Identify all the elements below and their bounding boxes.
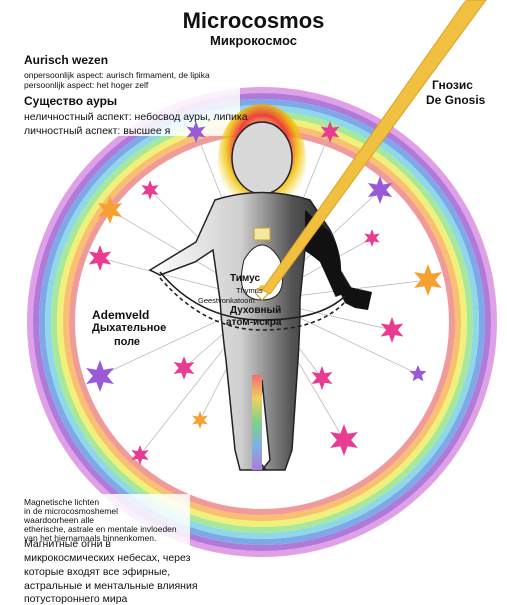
page-title: Microcosmos: [182, 8, 325, 33]
star-icon: [86, 360, 114, 392]
magnetic-nl-5: van het hiernamaals binnenkomen.: [24, 533, 157, 543]
aura-line2-ru: личностный аспект: высшее я: [24, 125, 171, 137]
magnetic-nl-1: Magnetische lichten: [24, 497, 100, 507]
star-icon: [192, 411, 208, 429]
star-icon: [330, 424, 358, 456]
rainbow-ring: [39, 99, 485, 545]
star-icon: [380, 317, 404, 343]
magnetic-nl-3: waardoorheen alle: [24, 515, 94, 525]
magnetic-ru-3: которые входят все эфирные,: [24, 566, 171, 578]
star-icon: [141, 180, 159, 200]
spark-label-ru-2: атом-искра: [226, 317, 282, 328]
rainbow-ring: [33, 93, 491, 551]
page-subtitle: Микрокосмос: [210, 33, 297, 48]
star-icon: [186, 121, 206, 143]
star-icon: [97, 196, 123, 224]
chain-icon: [159, 271, 346, 331]
aura-heading-nl: Aurisch wezen: [24, 53, 109, 67]
magnetic-nl-2: in de microcosmoshemel: [24, 506, 119, 516]
text-backdrop: [20, 494, 190, 604]
breath-label-ru-1: Дыхательное: [92, 322, 167, 334]
star-icon: [320, 121, 340, 143]
aura-line1-ru: неличностный аспект: небосвод ауры, липи…: [24, 111, 248, 123]
star-icon: [131, 445, 149, 465]
star-icon: [88, 245, 112, 271]
text-backdrop: [20, 48, 240, 136]
star-icon: [414, 264, 442, 296]
star-icon: [173, 356, 195, 380]
magnetic-ru-1: Магнитные огни в: [24, 538, 111, 550]
star-icon: [367, 176, 393, 204]
rainbow-rings: [20, 48, 497, 604]
thymus-label-nl: Thymus: [236, 286, 263, 295]
light-beam-icon: [261, 0, 487, 295]
magnetic-ru-5: потустороннего мира: [24, 593, 128, 605]
magnetic-ru-2: микрокосмических небесах, через: [24, 552, 191, 564]
aura-line2-nl: persoonlijk aspect: het hoger zelf: [24, 80, 149, 90]
breath-label-nl: Ademveld: [92, 308, 150, 322]
gnosis-label-ru: Гнозис: [432, 78, 473, 92]
star-icon: [409, 365, 427, 382]
rainbow-ring: [27, 87, 497, 557]
aura-heading-ru: Существо ауры: [24, 94, 118, 108]
thymus-label-ru: Тимус: [230, 273, 261, 284]
breath-label-ru-2: поле: [114, 336, 141, 348]
magnetic-nl-4: etherische, astrale en mentale invloeden: [24, 524, 177, 534]
spark-label-ru-1: Духовный: [230, 305, 282, 316]
stars: [86, 121, 442, 465]
magnetic-ru-4: астральные и ментальные влияния: [24, 580, 198, 592]
star-icon: [311, 366, 333, 390]
aura-line1-nl: onpersoonlijk aspect: aurisch firmament,…: [24, 70, 210, 80]
star-icon: [364, 229, 380, 247]
spark-label-nl: Geestvonkatoom: [198, 296, 255, 305]
gnosis-label-nl: De Gnosis: [426, 93, 486, 107]
